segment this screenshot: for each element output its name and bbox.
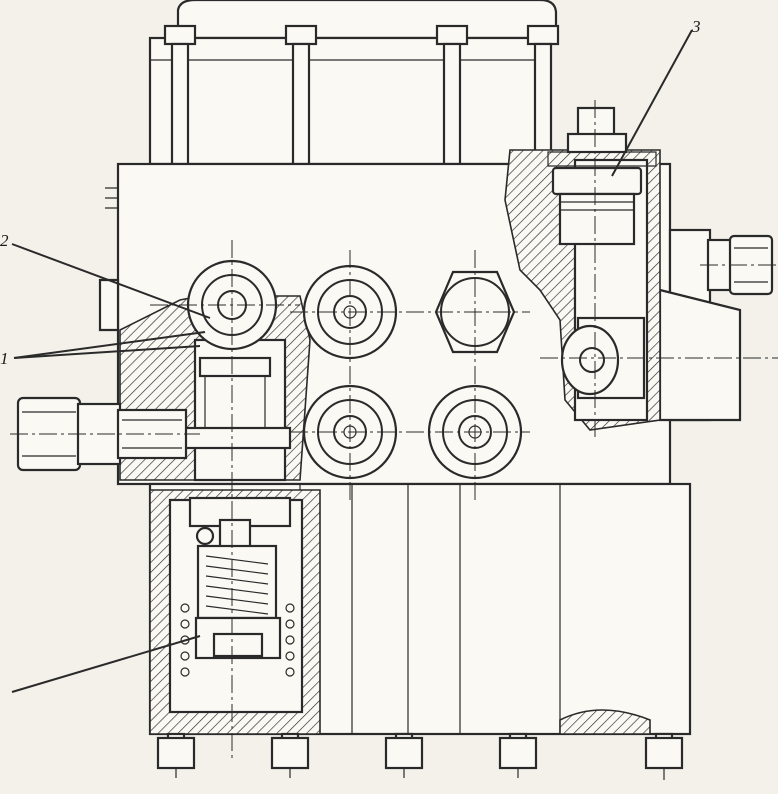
callout-2: 2 (0, 231, 9, 250)
top-cover (148, 0, 558, 166)
bottom-bolt (384, 732, 424, 778)
right-side-block (658, 288, 742, 422)
spring-coils (205, 555, 269, 615)
bottom-bolt (498, 732, 538, 778)
top-bolts (163, 24, 560, 166)
bottom-bolt (156, 732, 196, 778)
spring-cartridge-section (149, 489, 321, 735)
centerlines (10, 100, 778, 760)
leader-lines (11, 29, 693, 693)
bottom-bolt (644, 732, 684, 780)
outer-spring-dots (180, 603, 295, 677)
callout-1: 1 (0, 349, 9, 368)
callout-labels: 2 3 1 (0, 17, 701, 368)
top-bolt (435, 24, 469, 166)
relief-valve-section (504, 106, 661, 431)
bottom-bolt (270, 732, 310, 778)
top-bolt (163, 24, 197, 166)
callout-3: 3 (691, 17, 701, 36)
bottom-bolts (156, 732, 684, 780)
